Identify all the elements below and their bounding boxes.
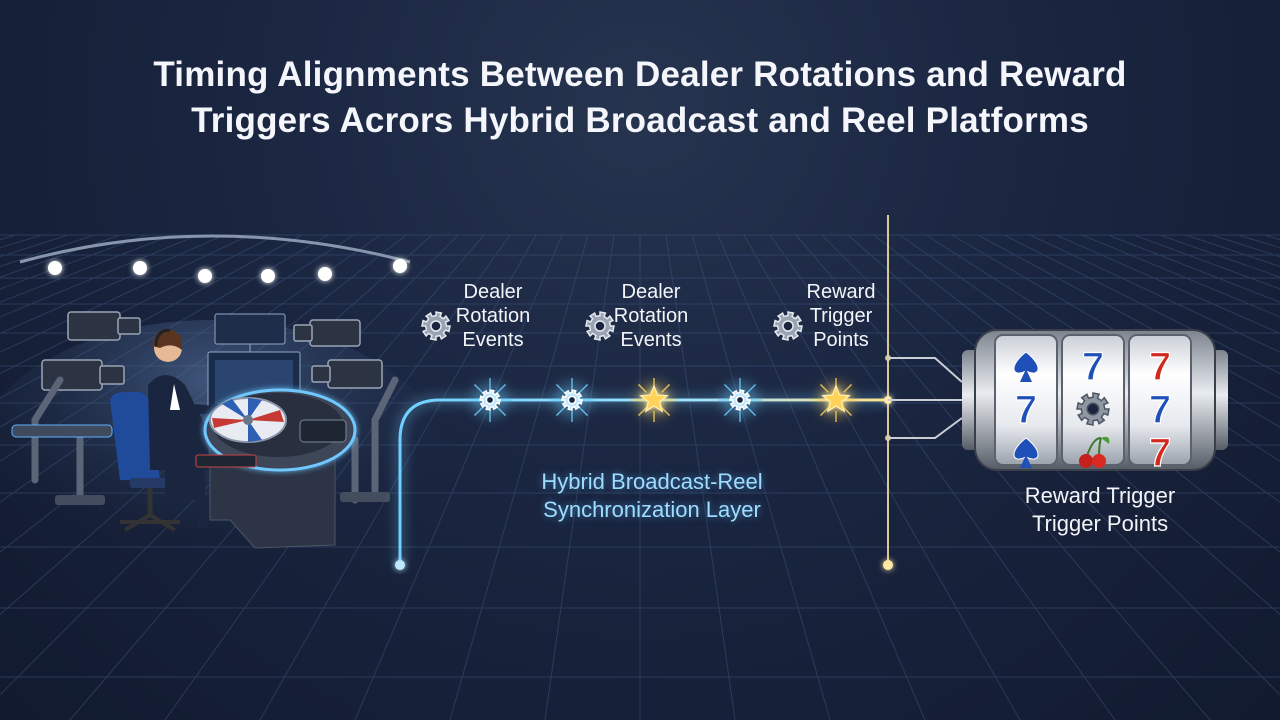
label-gear-icons — [421, 311, 803, 341]
rotation-gear-node — [718, 378, 762, 422]
camera-cranes — [31, 376, 399, 504]
page-title: Timing Alignments Between Dealer Rotatio… — [40, 52, 1240, 144]
seven-symbol-icon: 7 — [1149, 388, 1171, 432]
timeline-track — [398, 398, 890, 565]
reward-star-node — [814, 378, 858, 422]
camera-icon — [41, 311, 383, 391]
sync-layer-label: Hybrid Broadcast-Reel Synchronization La… — [541, 469, 763, 522]
timeline — [395, 215, 963, 570]
gear-icon — [773, 311, 803, 341]
reward-star-node — [632, 378, 676, 422]
gear-icon — [585, 311, 615, 341]
roulette-wheel — [209, 397, 287, 443]
cherry-icon — [1079, 436, 1110, 468]
gear-icon — [729, 389, 751, 411]
spade-suit-icon — [1013, 351, 1039, 382]
spade-suit-icon — [1013, 437, 1039, 468]
title-line-1: Timing Alignments Between Dealer Rotatio… — [153, 55, 1127, 94]
title-line-2: Triggers Acrors Hybrid Broadcast and Ree… — [191, 101, 1089, 140]
seven-symbol-icon: 7 — [1082, 345, 1104, 389]
stage-lights — [48, 259, 407, 283]
dealer-console — [195, 388, 357, 549]
gear-icon — [1076, 392, 1110, 426]
connector-lines — [888, 357, 963, 439]
slot-reel: 777 — [1128, 334, 1192, 476]
label-dealer-rotation-1: Dealer Rotation Events — [455, 281, 531, 351]
gear-icon — [421, 311, 451, 341]
dealer-chair — [110, 392, 180, 532]
slot-reel: 7 — [994, 334, 1058, 468]
studio-scene — [0, 234, 450, 620]
gear-icon — [561, 389, 583, 411]
timeline-nodes — [468, 378, 858, 422]
label-reward-trigger-points: Reward Trigger Points — [806, 281, 876, 351]
rotation-gear-node — [468, 378, 512, 422]
rotation-gear-node — [550, 378, 594, 422]
seven-symbol-icon: 7 — [1015, 388, 1037, 432]
seven-symbol-icon: 7 — [1149, 345, 1171, 389]
slot-reel: 7 — [1061, 334, 1125, 468]
label-dealer-rotation-2: Dealer Rotation Events — [613, 281, 689, 351]
reward-trigger-label: Reward Trigger Trigger Points — [1024, 483, 1176, 536]
seven-symbol-icon: 7 — [1149, 431, 1171, 475]
gear-icon — [479, 389, 501, 411]
